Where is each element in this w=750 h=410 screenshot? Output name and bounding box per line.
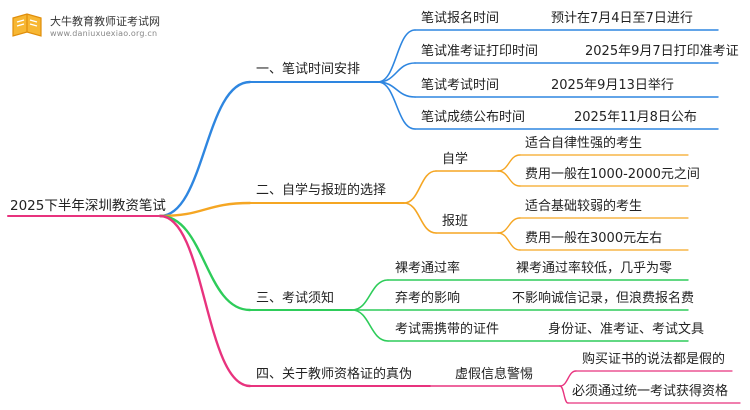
branch-2-child-2-label: 报班 xyxy=(442,214,469,229)
branch-4-label: 四、关于教师资格证的真伪 xyxy=(256,367,413,382)
branch-1-child-2-label: 笔试准考证打印时间 xyxy=(421,44,539,59)
branch-2-child-1-link-2 xyxy=(497,170,521,187)
branch-2-link-1 xyxy=(403,170,437,204)
branch-4-item-link-1 xyxy=(559,370,577,387)
book-logo-icon xyxy=(12,13,42,37)
branch-4-child-1-label: 虚假信息警惕 xyxy=(455,367,534,382)
branch-3-child-2-label: 弃考的影响 xyxy=(395,291,461,306)
branch-1-child-1-label: 笔试报名时间 xyxy=(421,11,500,26)
branch-3-child-3-label: 考试需携带的证件 xyxy=(395,322,500,337)
branch-1-child-3-label: 笔试考试时间 xyxy=(421,78,500,93)
root-to-branch-1 xyxy=(158,80,252,218)
root-to-branch-3 xyxy=(158,214,252,312)
branch-2-child-1-item-2: 费用一般在1000-2000元之间 xyxy=(525,167,700,182)
branch-2-child-2-link-1 xyxy=(497,217,521,234)
branch-3-child-1-value: 裸考通过率较低，几乎为零 xyxy=(516,261,673,276)
logo-subtitle: www.daniuxuexiao.org.cn xyxy=(50,29,158,38)
branch-2-child-1-link-1 xyxy=(497,154,521,172)
branch-2-child-1-label: 自学 xyxy=(442,152,469,167)
root-topic: 2025下半年深圳教资笔试 xyxy=(10,198,166,214)
branch-2-child-1-item-1: 适合自律性强的考生 xyxy=(525,136,643,151)
branch-1-child-2-value: 2025年9月7日打印准考证 xyxy=(585,44,739,59)
logo-title: 大牛教育教师证考试网 xyxy=(50,15,160,28)
branch-1-link-1 xyxy=(377,29,416,83)
root-to-branch-2 xyxy=(158,201,252,218)
branch-2-child-2-item-2: 费用一般在3000元左右 xyxy=(525,231,663,246)
branch-4-child-1-item-1: 购买证书的说法都是假的 xyxy=(582,352,726,367)
branch-1-child-4-value: 2025年11月8日公布 xyxy=(574,110,697,125)
branch-3-link-1 xyxy=(351,279,389,311)
root-to-branch-4 xyxy=(158,214,252,388)
branch-2-link-2 xyxy=(403,202,437,234)
branch-2-label: 二、自学与报班的选择 xyxy=(256,183,387,198)
branch-3-child-3-value: 身份证、准考证、考试文具 xyxy=(548,322,705,337)
branch-4-item-link-2 xyxy=(559,385,569,404)
branch-3-link-3 xyxy=(351,309,389,342)
branch-1-link-4 xyxy=(377,81,416,130)
branch-1-child-3-value: 2025年9月13日举行 xyxy=(551,78,674,93)
branch-3-child-1-label: 裸考通过率 xyxy=(395,261,461,276)
branch-1-child-1-value: 预计在7月4日至7日进行 xyxy=(551,11,693,26)
branch-2-child-2-item-1: 适合基础较弱的考生 xyxy=(525,199,643,214)
branch-3-label: 三、考试须知 xyxy=(256,291,335,306)
branch-2-child-2-link-2 xyxy=(497,232,521,251)
branch-1-child-4-label: 笔试成绩公布时间 xyxy=(421,110,526,125)
branch-4-child-1-item-2: 必须通过统一考试获得资格 xyxy=(572,384,729,399)
branch-3-child-2-value: 不影响诚信记录，但浪费报名费 xyxy=(512,291,695,306)
branch-1-label: 一、笔试时间安排 xyxy=(256,62,361,77)
branch-1-link-2 xyxy=(377,62,416,83)
